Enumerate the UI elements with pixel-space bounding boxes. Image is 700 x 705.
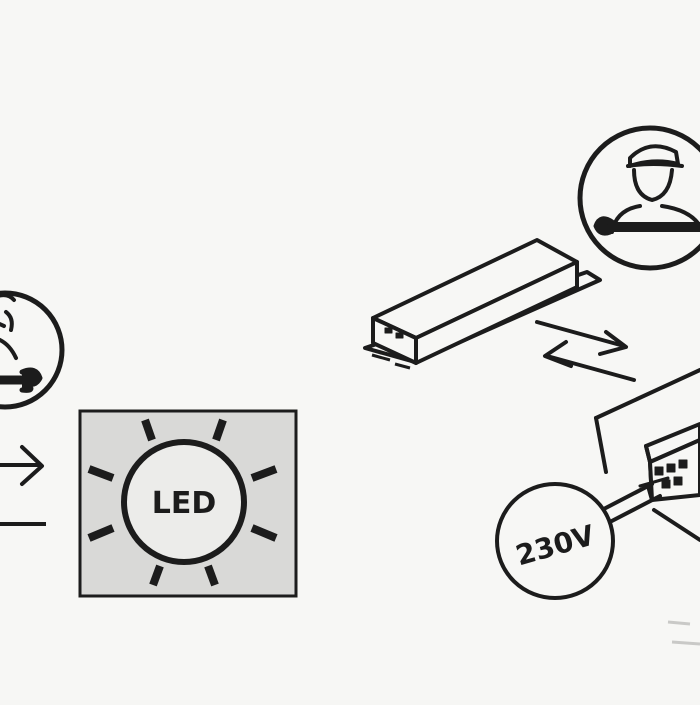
ray <box>250 465 278 482</box>
installed-driver <box>594 368 700 542</box>
led-lamp-panel: LED <box>78 409 298 598</box>
lamp-ring <box>121 439 247 565</box>
arrow-right-icon <box>0 445 44 486</box>
technician-wrench-icon-right <box>577 125 700 271</box>
wrench-icon <box>0 367 43 393</box>
ray <box>149 564 164 587</box>
ray <box>250 524 278 542</box>
ray <box>212 418 227 442</box>
swap-arrows-icon <box>535 320 636 382</box>
ray <box>87 465 115 482</box>
led-driver-icon <box>363 238 602 370</box>
ray <box>204 564 219 587</box>
ray <box>141 418 156 442</box>
sun-rays <box>87 418 278 587</box>
ceiling-hatching <box>667 620 700 646</box>
voltage-badge: 230V <box>495 482 615 600</box>
led-label: LED <box>152 486 217 521</box>
ray <box>87 524 115 542</box>
wrench-icon <box>593 216 700 236</box>
technician-wrench-icon-left <box>0 290 65 410</box>
voltage-badge-circle <box>495 482 615 600</box>
led-lamp-icon: LED <box>121 439 247 565</box>
